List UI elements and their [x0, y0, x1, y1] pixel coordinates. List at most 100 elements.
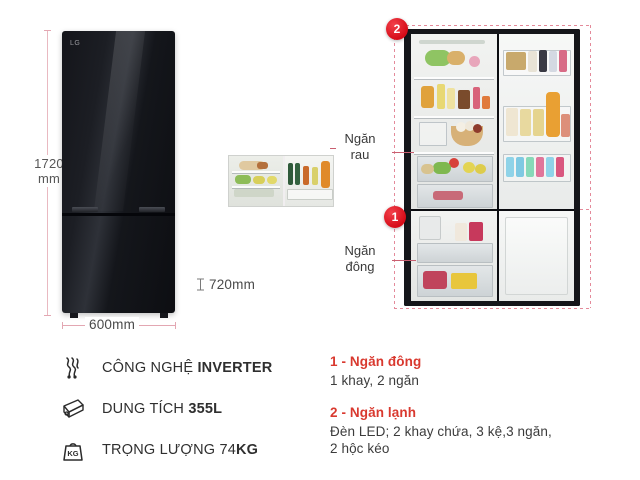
width-dimension-cap-right — [175, 322, 176, 329]
badge-2-number: 2 — [393, 22, 401, 36]
food-fruit — [473, 124, 482, 133]
thumb-bottle — [312, 167, 318, 185]
freezer-compartment-cavity — [411, 211, 497, 301]
refrigerator-interior-photo — [404, 29, 580, 306]
fridge-door-handle — [72, 207, 98, 212]
feature-capacity-value: 355L — [188, 401, 223, 417]
depth-measure-icon — [196, 278, 205, 291]
carcass-top-edge — [404, 29, 580, 34]
door-item-carton — [506, 108, 518, 136]
height-unit: mm — [37, 171, 61, 186]
spec-freezer-body: 1 khay, 2 ngăn — [330, 372, 419, 389]
capacity-icon-svg — [63, 399, 84, 418]
feature-inverter-value: INVERTER — [197, 360, 273, 376]
depth-dimension-label: 720mm — [209, 277, 256, 292]
frozen-item-bag — [451, 273, 477, 289]
door-item-juice-bottle — [546, 92, 560, 137]
door-item-can — [516, 157, 524, 177]
thumbnail-left-pane — [229, 156, 283, 206]
frozen-item-meat — [423, 271, 447, 289]
thumb-bottle — [295, 163, 300, 185]
door-item-can — [546, 157, 554, 177]
food-dessert — [469, 56, 480, 67]
food-bottle — [437, 84, 445, 109]
inverter-airflow-icon-svg — [66, 357, 79, 379]
frozen-item-pack — [455, 223, 467, 241]
freezer-door-handle — [139, 207, 165, 212]
door-split-line — [62, 213, 175, 216]
thumb-shelf — [232, 171, 280, 173]
refrigerator-exterior-photo: LG — [62, 31, 175, 313]
badge-1-number: 1 — [391, 210, 399, 224]
freezer-ice-maker — [419, 216, 441, 240]
spec-fridge-body: Đèn LED; 2 khay chứa, 3 kệ,3 ngăn, 2 hộc… — [330, 423, 552, 457]
carcass-bottom-edge — [404, 301, 580, 306]
fridge-compartment-cavity — [411, 34, 497, 209]
food-meat — [433, 191, 463, 200]
door-item-can — [536, 157, 544, 177]
food-bread — [447, 51, 465, 65]
spec-fridge-heading: 2 - Ngăn lạnh — [330, 405, 417, 420]
door-reflection — [93, 31, 146, 212]
spec-freezer-heading: 1 - Ngăn đông — [330, 354, 422, 369]
thumb-shelf — [232, 186, 280, 188]
feature-capacity-label: DUNG TÍCH 355L — [102, 401, 222, 417]
feature-inverter: CÔNG NGHỆ INVERTER — [58, 352, 272, 384]
door-item-can — [506, 157, 514, 177]
food-egg — [456, 122, 466, 132]
width-dimension-cap-left — [62, 322, 63, 329]
fridge-shelf — [414, 77, 494, 79]
guide-line-top — [394, 25, 590, 26]
thumb-food — [235, 175, 251, 184]
lg-logo: LG — [70, 40, 81, 47]
door-item-can — [526, 157, 534, 177]
frozen-item-pack — [469, 222, 483, 241]
thumb-food — [267, 176, 277, 184]
callout-freezer-line1: Ngăn — [344, 243, 376, 258]
food-lemon — [475, 164, 486, 174]
feature-capacity-prefix: DUNG TÍCH — [102, 401, 189, 417]
inverter-airflow-icon — [58, 352, 88, 384]
feature-weight: KG TRỌNG LƯỢNG 74KG — [58, 434, 258, 466]
spec-fridge-line-2: 2 hộc kéo — [330, 441, 390, 456]
badge-1[interactable]: 1 — [384, 206, 406, 228]
thumb-food — [253, 176, 265, 184]
callout-vegetable-line1: Ngăn — [344, 131, 376, 146]
food-greens — [433, 162, 451, 174]
spec-fridge-line-1: Đèn LED; 2 khay chứa, 3 kệ,3 ngăn, — [330, 424, 552, 439]
guide-line-right — [590, 25, 591, 308]
callout-vegetable: Ngăn rau — [330, 131, 390, 163]
weight-kg-icon: KG — [58, 434, 88, 466]
callout-freezer: Ngăn đông — [330, 243, 390, 275]
badge-2[interactable]: 2 — [386, 18, 408, 40]
height-value: 1720 — [34, 156, 64, 171]
spec-freezer-line-1: 1 khay, 2 ngăn — [330, 373, 419, 388]
door-item-carton — [520, 109, 531, 136]
door-item-box — [561, 114, 570, 137]
feature-weight-value: KG — [235, 442, 259, 458]
depth-measure-icon-svg — [197, 278, 204, 291]
freezer-door-open — [499, 211, 574, 301]
door-item-carton — [533, 109, 544, 136]
callout-freezer-pointer — [392, 260, 416, 261]
interior-thumbnail — [228, 155, 334, 207]
callout-freezer-line2: đông — [345, 259, 375, 274]
fridge-wire-basket — [419, 122, 447, 146]
thumbnail-right-pane — [285, 156, 333, 206]
svg-text:KG: KG — [67, 449, 78, 458]
fridge-shelf — [414, 116, 494, 118]
thumb-food — [239, 161, 265, 170]
freezer-door-inner-panel — [505, 217, 568, 295]
feature-capacity: DUNG TÍCH 355L — [58, 393, 222, 425]
food-egg — [465, 121, 475, 131]
door-item-bottle — [539, 50, 547, 72]
freezer-tray-upper — [417, 243, 493, 263]
carcass-right-edge — [574, 29, 580, 306]
fridge-foot-left — [70, 313, 78, 318]
food-tomato — [449, 158, 459, 168]
width-dimension-label: 600mm — [85, 317, 140, 332]
door-item-bottle — [549, 51, 557, 72]
feature-weight-prefix: TRỌNG LƯỢNG 74 — [102, 442, 236, 458]
height-dimension-cap-top — [44, 30, 51, 31]
